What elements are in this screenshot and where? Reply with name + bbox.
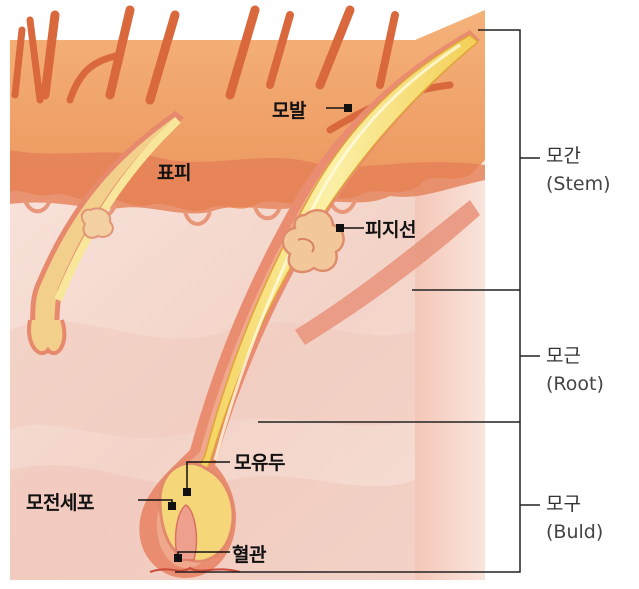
section-stem-english: (Stem) (546, 170, 611, 198)
small-sebaceous-gland (82, 208, 113, 237)
label-epidermis: 표피 (157, 158, 191, 185)
small-follicle-bulb (29, 320, 64, 353)
label-dermal-papilla: 모유두 (234, 448, 285, 475)
section-bulb-name: 모구 (546, 493, 581, 515)
label-sebaceous-gland: 피지선 (365, 215, 416, 242)
label-hair: 모발 (272, 96, 306, 123)
section-root-name: 모근 (546, 345, 581, 367)
section-bulb: 모구 (Buld) (546, 490, 603, 546)
section-root: 모근 (Root) (546, 342, 604, 398)
section-stem-name: 모간 (546, 145, 581, 167)
section-root-english: (Root) (546, 370, 604, 398)
section-bulb-english: (Buld) (546, 518, 603, 546)
label-blood-vessel: 혈관 (232, 540, 266, 567)
label-hair-matrix-cell: 모전세포 (26, 488, 94, 515)
section-stem: 모간 (Stem) (546, 142, 611, 198)
